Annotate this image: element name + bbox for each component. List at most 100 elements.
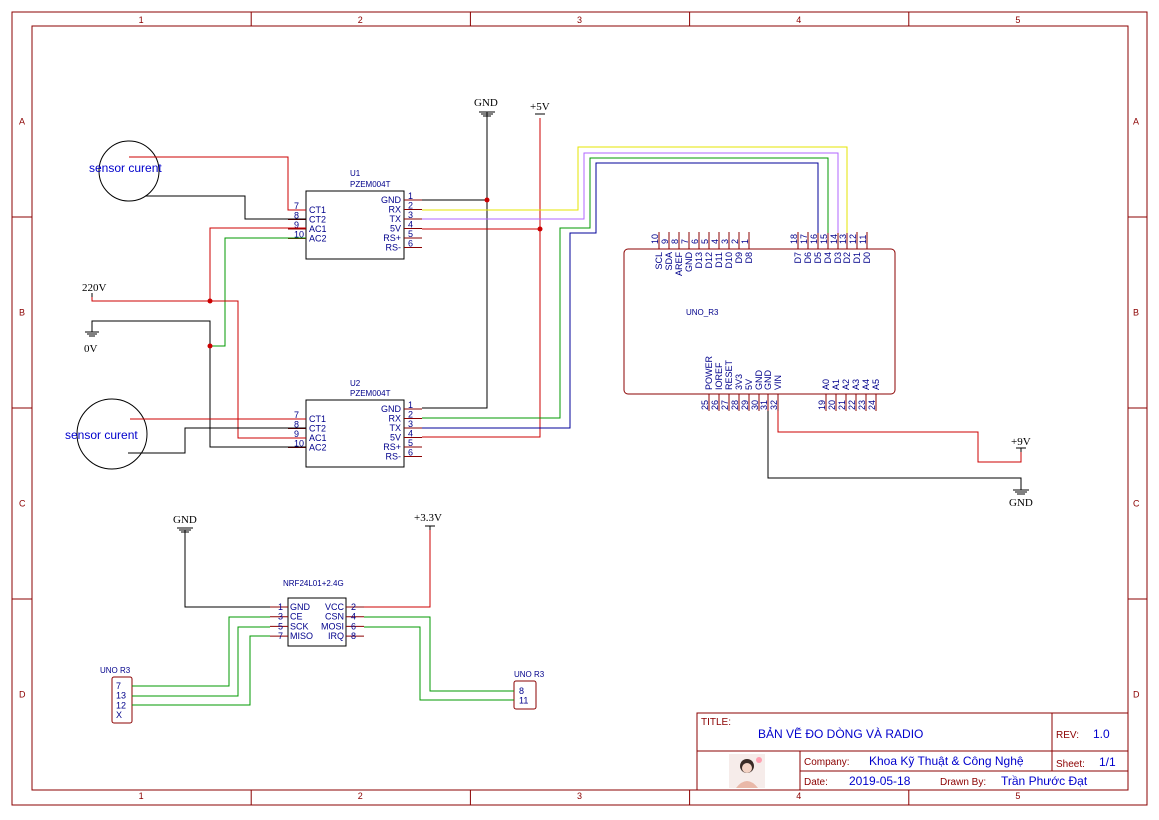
pin-number: 28 <box>730 400 740 410</box>
pin-name: A4 <box>861 379 871 390</box>
sensor-1 <box>98 140 160 202</box>
gnd-top-label: GND <box>474 97 498 109</box>
pin-name: A0 <box>821 379 831 390</box>
conn-pin: 8 <box>519 686 524 696</box>
pin-number: 16 <box>809 234 819 244</box>
pin-number: 21 <box>837 400 847 410</box>
nrf-name: NRF24L01+2.4G <box>283 579 344 588</box>
gnd-nrf-label: GND <box>173 514 197 526</box>
wires <box>91 118 1022 706</box>
pin-number: 7 <box>294 410 299 420</box>
ruler-col-top: 2 <box>358 15 363 25</box>
pin-number: 2 <box>351 602 356 612</box>
pin-number: 5 <box>408 438 413 448</box>
ruler-row-right: D <box>1133 690 1140 700</box>
pin-name: IRQ <box>328 631 344 641</box>
pin-name: CT1 <box>309 205 326 215</box>
pin-name: A2 <box>841 379 851 390</box>
pin-name: RS+ <box>383 233 401 243</box>
pin-number: 8 <box>351 631 356 641</box>
pin-name: CSN <box>325 612 344 622</box>
ruler-row-right: B <box>1133 308 1139 318</box>
junctions <box>207 197 543 349</box>
title-block: TITLE: BẢN VẼ ĐO DÒNG VÀ RADIO REV: 1.0 … <box>696 712 1129 791</box>
pin-number: 23 <box>857 400 867 410</box>
ruler-row-left: D <box>19 690 26 700</box>
pin-name: GND <box>381 195 402 205</box>
pin-number: 10 <box>294 230 304 240</box>
pin-number: 4 <box>408 429 413 439</box>
ruler-row-right: C <box>1133 499 1140 509</box>
pin-name: RX <box>388 205 401 215</box>
pin-name: D7 <box>793 252 803 264</box>
ruler-col-top: 3 <box>577 15 582 25</box>
pin-number: 5 <box>408 229 413 239</box>
date-value: 2019-05-18 <box>849 774 911 788</box>
pin-number: 3 <box>408 419 413 429</box>
pin-number: 3 <box>278 612 283 622</box>
uno-r3: UNO_R3 10SCL9SDA8AREF7GND6D135D124D113D1… <box>623 232 896 411</box>
pin-number: 1 <box>278 602 283 612</box>
ruler-col-top: 1 <box>139 15 144 25</box>
v220-label: 220V <box>82 282 107 294</box>
pin-number: 14 <box>829 234 839 244</box>
pin-name: D1 <box>852 252 862 264</box>
pin-number: 10 <box>650 234 660 244</box>
pin-name: CT2 <box>309 424 326 434</box>
conn-pin: 11 <box>519 696 528 706</box>
pin-name: RS- <box>386 243 402 253</box>
pin-number: 9 <box>294 220 299 230</box>
nrf-body <box>287 597 347 647</box>
pin-name: D8 <box>744 252 754 264</box>
ruler-col-bottom: 3 <box>577 791 582 801</box>
pin-number: 30 <box>750 400 760 410</box>
ruler-row-left: B <box>19 308 25 318</box>
drawn-label: Drawn By: <box>940 777 986 788</box>
pin-name: A3 <box>851 379 861 390</box>
pin-name: AC1 <box>309 433 327 443</box>
pin-name: POWER <box>704 355 714 390</box>
pin-name: AC2 <box>309 234 327 244</box>
conn-right-title: UNO R3 <box>514 670 545 679</box>
pin-number: 7 <box>294 201 299 211</box>
pin-number: 6 <box>408 448 413 458</box>
u1-ref: U1 <box>350 169 361 178</box>
ruler-row-right: A <box>1133 117 1139 127</box>
v9-label: +9V <box>1011 436 1031 448</box>
pin-number: 1 <box>740 239 750 244</box>
ruler-col-top: 5 <box>1015 15 1020 25</box>
pin-number: 5 <box>700 239 710 244</box>
pin-number: 2 <box>408 410 413 420</box>
pin-name: D2 <box>842 252 852 264</box>
pin-number: 17 <box>799 234 809 244</box>
conn-pin: 13 <box>116 691 126 701</box>
conn-left-title: UNO R3 <box>100 666 131 675</box>
ruler-col-top: 4 <box>796 15 801 25</box>
sensor-2-label: sensor curent <box>65 428 138 442</box>
uno-name: UNO_R3 <box>686 308 719 317</box>
connector-right: UNO R3 811 <box>513 670 545 710</box>
inner-frame <box>31 25 1129 791</box>
pin-name: A1 <box>831 379 841 390</box>
pin-number: 7 <box>680 239 690 244</box>
pin-number: 4 <box>351 612 356 622</box>
pin-name: TX <box>389 214 401 224</box>
pin-number: 20 <box>827 400 837 410</box>
pin-number: 8 <box>294 420 299 430</box>
pin-number: 6 <box>690 239 700 244</box>
ruler-col-bottom: 2 <box>358 791 363 801</box>
ruler-row-left: A <box>19 117 25 127</box>
pin-number: 6 <box>351 621 356 631</box>
conn-pin: X <box>116 710 122 720</box>
gnd-right-label: GND <box>1009 497 1033 509</box>
pin-name: D3 <box>833 252 843 264</box>
pin-name: AC2 <box>309 443 327 453</box>
pin-name: MISO <box>290 631 313 641</box>
pin-name: VIN <box>773 375 783 390</box>
ruler-col-bottom: 1 <box>139 791 144 801</box>
pin-name: GND <box>754 370 764 391</box>
pin-number: 32 <box>769 400 779 410</box>
